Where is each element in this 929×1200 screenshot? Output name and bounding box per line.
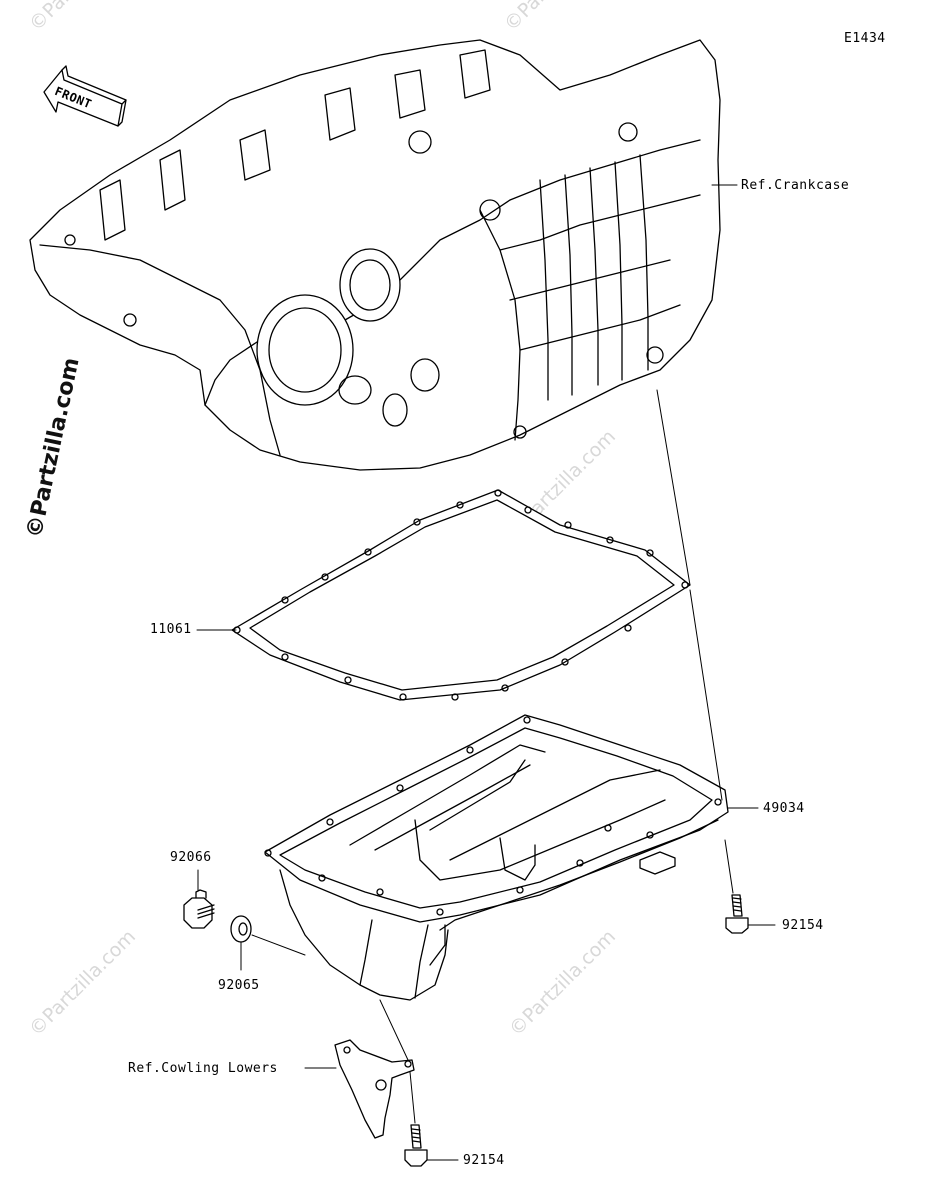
crankcase-drawing: [29, 39, 721, 471]
assembly-line: [409, 1071, 416, 1124]
leader-line: [251, 934, 306, 956]
washer-drawing: [230, 915, 252, 943]
part-92154-lower-label: 92154: [463, 1153, 505, 1168]
ref-crankcase-label: Ref.Crankcase: [741, 178, 850, 193]
front-arrow-icon: [43, 65, 127, 127]
gasket-drawing: [231, 489, 691, 701]
oil-pan-drawing: [264, 714, 729, 1001]
part-11061-label: 11061: [150, 622, 192, 637]
part-92066-label: 92066: [170, 850, 212, 865]
part-92065-label: 92065: [218, 978, 260, 993]
cowling-bracket-drawing: [334, 1039, 415, 1139]
assembly-line: [689, 589, 723, 801]
assembly-line: [379, 999, 409, 1061]
diagram-code: E1434: [844, 31, 886, 46]
bolt-lower-drawing: [404, 1124, 428, 1167]
bolt-upper-drawing: [725, 894, 749, 934]
part-49034-label: 49034: [763, 801, 805, 816]
ref-cowling-lowers-label: Ref.Cowling Lowers: [128, 1061, 278, 1076]
assembly-line: [724, 839, 734, 894]
drain-plug-drawing: [183, 889, 215, 929]
assembly-line: [656, 389, 691, 586]
part-92154-upper-label: 92154: [782, 918, 824, 933]
